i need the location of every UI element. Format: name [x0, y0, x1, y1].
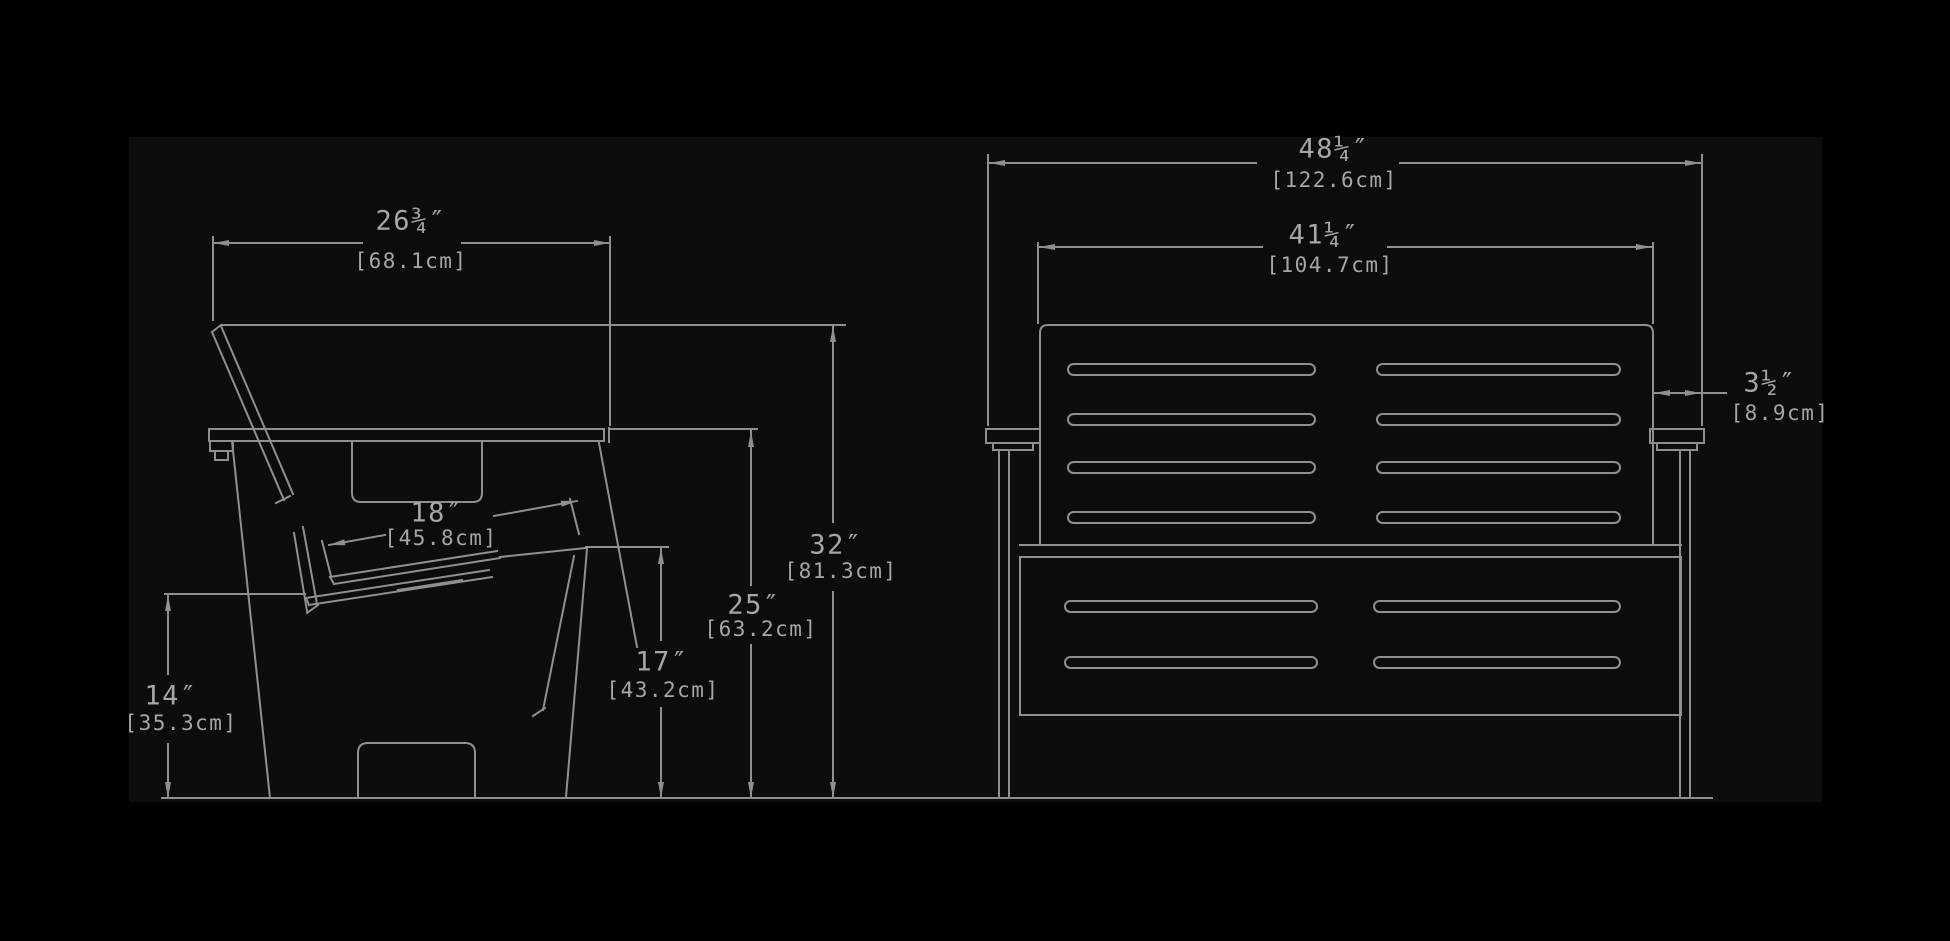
dim-overall-height-inches: 32″: [809, 530, 862, 561]
dim-overall-width: 48¼″ [122.6cm]: [987, 134, 1703, 426]
front-left-arm: [985, 428, 1041, 451]
dim-overall-depth-cm: [68.1cm]: [354, 249, 467, 273]
side-foot-block: [357, 742, 476, 799]
side-view-chair-outline: [164, 323, 846, 800]
dim-arm-width-inches: 3½″: [1743, 368, 1796, 399]
dim-seat-height: 17″ [43.2cm]: [606, 547, 719, 799]
dim-rear-seat-height-cm: [35.3cm]: [124, 711, 237, 735]
dim-overall-width-inches: 48¼″: [1298, 134, 1369, 165]
drawing-canvas: [129, 137, 1822, 802]
dim-arm-width: 3½″ [8.9cm]: [1653, 368, 1829, 425]
dim-overall-width-cm: [122.6cm]: [1270, 168, 1397, 192]
front-view-chair-outline: [985, 324, 1705, 799]
dim-inner-width: 41¼″ [104.7cm]: [1037, 220, 1654, 324]
front-back-slats: [1067, 363, 1621, 524]
front-base-slats: [1064, 600, 1621, 669]
dim-seat-height-inches: 17″: [635, 647, 688, 678]
dim-overall-height: 32″ [81.3cm]: [784, 324, 897, 799]
dim-seat-depth-inches: 18″: [410, 498, 463, 529]
front-right-arm: [1649, 428, 1705, 451]
side-seat-box: [351, 441, 483, 503]
dim-arm-height-inches: 25″: [727, 590, 780, 621]
side-front-leg: [564, 547, 589, 799]
dim-overall-height-cm: [81.3cm]: [784, 559, 897, 583]
dim-arm-width-cm: [8.9cm]: [1730, 401, 1829, 425]
dim-inner-width-cm: [104.7cm]: [1266, 253, 1393, 277]
dim-overall-depth: 26¾″ [68.1cm]: [212, 206, 611, 426]
front-back-panel: [1039, 324, 1654, 546]
dim-seat-height-cm: [43.2cm]: [606, 678, 719, 702]
dim-rear-seat-height-inches: 14″: [144, 681, 197, 712]
side-rear-leg: [230, 439, 272, 800]
side-view: 26¾″ [68.1cm] 18″ [45.8cm] 32″ [81.3cm]: [124, 206, 897, 800]
dim-arm-height: 25″ [63.2cm]: [704, 430, 817, 799]
dim-seat-depth-cm: [45.8cm]: [384, 526, 497, 550]
dim-rear-seat-height: 14″ [35.3cm]: [124, 594, 237, 799]
dim-arm-height-cm: [63.2cm]: [704, 617, 817, 641]
dim-seat-depth: 18″ [45.8cm]: [320, 498, 581, 578]
front-view: 48¼″ [122.6cm] 41¼″ [104.7cm] 3½″ [8.9cm…: [985, 134, 1829, 799]
front-legs: [998, 449, 1691, 799]
dim-inner-width-inches: 41¼″: [1288, 220, 1359, 251]
dim-overall-depth-inches: 26¾″: [375, 206, 446, 237]
